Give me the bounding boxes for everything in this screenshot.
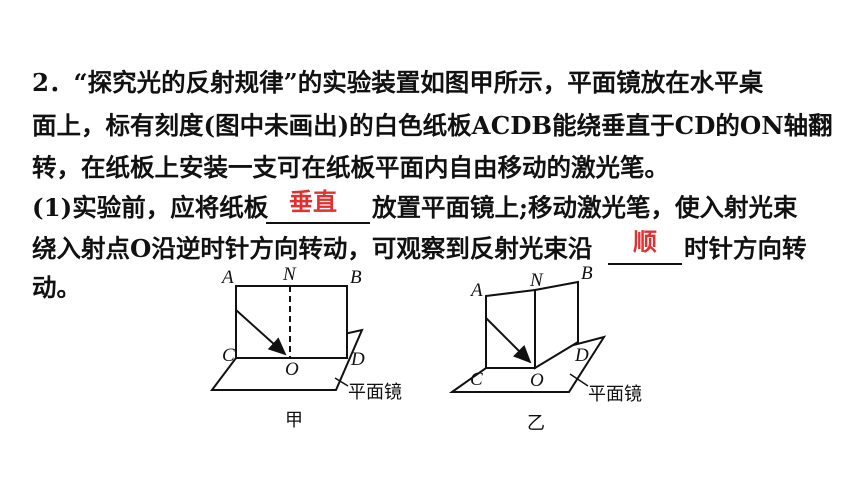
question-line-2: 面上，标有刻度(图中未画出)的白色纸板ACDB能绕垂直于CD的ON轴翻 <box>32 111 833 140</box>
part1-text-c: 绕入射点O沿逆时针方向转动，可观察到反射光束沿 <box>32 234 593 263</box>
mirror-label-leader-jia <box>334 377 349 387</box>
figure-jia <box>210 285 364 391</box>
mirror-label-jia: 平面镜 <box>348 382 402 403</box>
label-D-yi: D <box>574 345 589 366</box>
paperboard-jia <box>235 285 348 359</box>
label-C-jia: C <box>222 345 235 366</box>
caption-jia: 甲 <box>285 410 303 431</box>
answer-2: 顺 <box>633 228 657 256</box>
figure-yi <box>448 280 607 393</box>
answer-blank-2[interactable] <box>608 263 682 265</box>
mirror-label-leader-yi <box>569 373 589 387</box>
part1-text-a: (1)实验前，应将纸板 <box>32 193 269 222</box>
part1-text-e: 动。 <box>32 273 81 302</box>
label-N-jia: N <box>282 264 297 285</box>
label-C-yi: C <box>470 369 483 390</box>
paperboard-left-yi <box>485 288 536 369</box>
label-O-yi: O <box>530 370 544 391</box>
incident-ray-jia <box>235 309 287 356</box>
question-line-3: 转，在纸板上安装一支可在纸板平面内自由移动的激光笔。 <box>32 153 669 182</box>
incident-ray-yi <box>485 317 532 364</box>
caption-yi: 乙 <box>527 413 545 434</box>
label-D-jia: D <box>350 349 365 370</box>
answer-blank-1[interactable] <box>266 222 370 224</box>
label-B-jia: B <box>350 267 362 288</box>
label-N-yi: N <box>529 270 544 291</box>
label-O-jia: O <box>285 359 299 380</box>
label-A-jia: A <box>220 267 234 288</box>
answer-1: 垂直 <box>289 188 337 216</box>
question-line-1: 2．“探究光的反射规律”的实验装置如图甲所示，平面镜放在水平桌 <box>32 68 764 97</box>
label-B-yi: B <box>581 263 593 284</box>
mirror-label-yi: 平面镜 <box>588 384 642 405</box>
label-A-yi: A <box>469 280 483 301</box>
part1-text-d: 时针方向转 <box>684 234 807 263</box>
part1-text-b: 放置平面镜上;移动激光笔，使入射光束 <box>372 193 798 222</box>
